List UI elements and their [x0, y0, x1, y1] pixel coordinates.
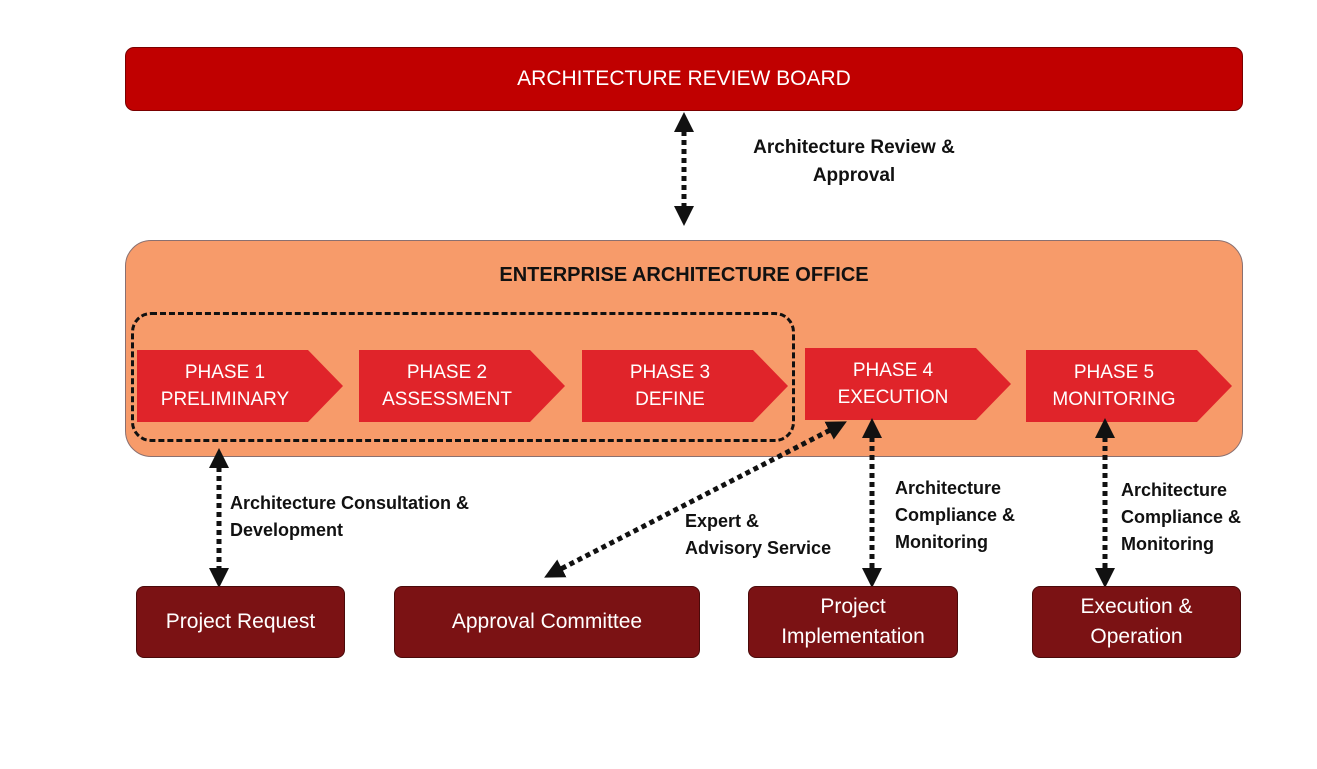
consultation-label: Architecture Consultation & Development	[230, 493, 470, 540]
compliance-label-1: Architecture Compliance & Monitoring	[895, 478, 1016, 552]
review-board-title: ARCHITECTURE REVIEW BOARD	[517, 67, 851, 90]
phase-1-arrow: PHASE 1 PRELIMINARY	[137, 350, 343, 422]
phase-3-arrow: PHASE 3 DEFINE	[582, 350, 788, 422]
phase-4-arrow: PHASE 4 EXECUTION	[805, 348, 1011, 420]
project-implementation-box: Project Implementation	[748, 586, 958, 658]
execution-operation-box: Execution & Operation	[1032, 586, 1241, 658]
phase-5-arrow: PHASE 5 MONITORING	[1026, 350, 1232, 422]
review-approval-label: Architecture Review & Approval	[753, 137, 955, 186]
review-board: ARCHITECTURE REVIEW BOARD	[125, 47, 1243, 111]
phase-2-arrow: PHASE 2 ASSESSMENT	[359, 350, 565, 422]
approval-committee-box: Approval Committee	[394, 586, 700, 658]
architecture-office-title: ENTERPRISE ARCHITECTURE OFFICE	[499, 264, 869, 286]
phase-group-outline	[131, 312, 795, 442]
advisory-label: Expert & Advisory Service	[685, 511, 832, 558]
project-request-box: Project Request	[136, 586, 345, 658]
compliance-label-2: Architecture Compliance & Monitoring	[1121, 480, 1242, 554]
